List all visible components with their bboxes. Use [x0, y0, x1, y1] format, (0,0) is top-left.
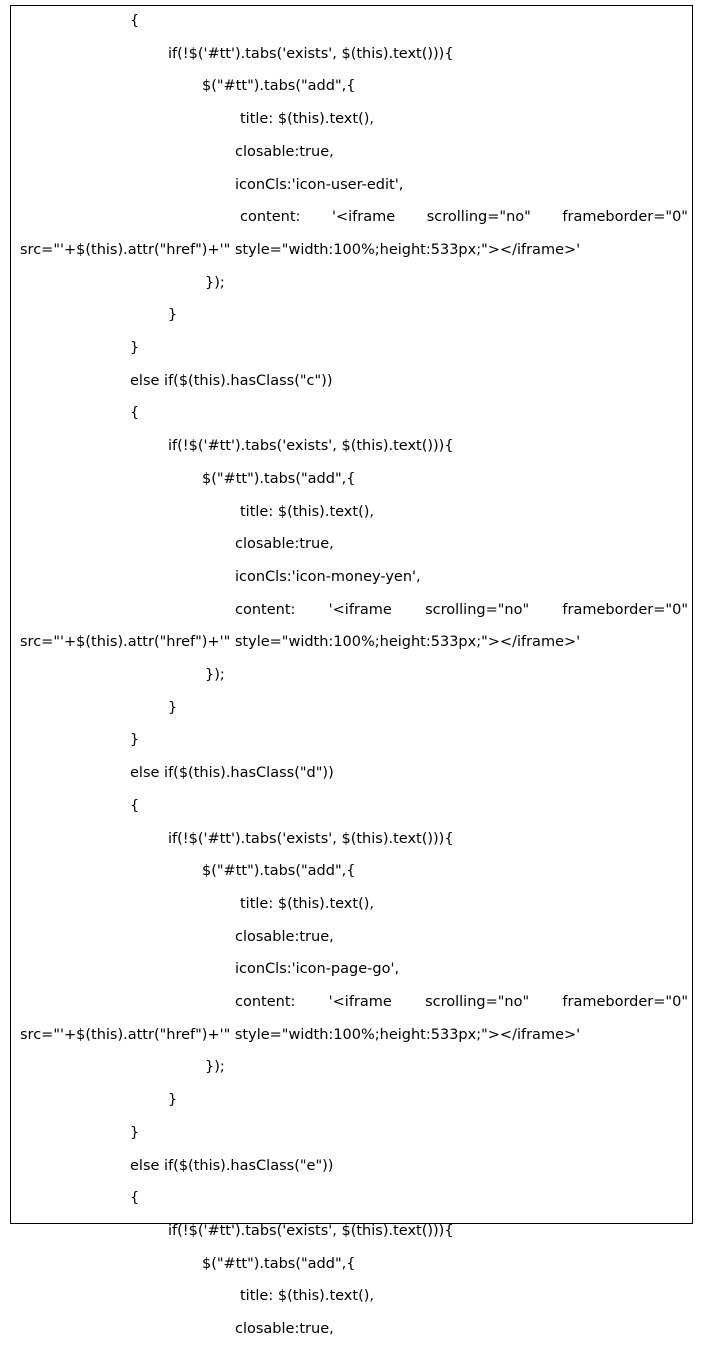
code-line: else if($(this).hasClass("d")) — [130, 765, 334, 782]
code-token: '<iframe — [328, 601, 392, 618]
code-line: } — [130, 1124, 140, 1141]
code-token: scrolling="no" — [426, 209, 531, 226]
code-token: frameborder="0" — [562, 601, 688, 618]
code-line: title: $(this).text(), — [240, 1288, 374, 1305]
code-token: '<iframe — [328, 994, 392, 1010]
code-line: { — [130, 13, 140, 29]
code-token: content: — [240, 209, 301, 226]
code-line: closable:true, — [235, 928, 334, 945]
code-line: closable:true, — [235, 143, 334, 160]
code-token: frameborder="0" — [562, 209, 688, 226]
code-line: } — [168, 307, 178, 324]
code-line: src="'+$(this).attr("href")+'" style="wi… — [20, 634, 581, 651]
code-line: closable:true, — [235, 536, 334, 553]
code-token: '<iframe — [331, 209, 396, 226]
code-token: content: — [235, 601, 296, 618]
code-token: scrolling="no" — [425, 601, 530, 618]
code-line: }); — [205, 1059, 225, 1076]
code-line: title: $(this).text(), — [240, 111, 374, 128]
code-line: src="'+$(this).attr("href")+'" style="wi… — [20, 1026, 581, 1043]
code-line: if(!$('#tt').tabs('exists', $(this).text… — [168, 438, 454, 455]
code-line: if(!$('#tt').tabs('exists', $(this).text… — [168, 45, 454, 62]
code-line: }); — [205, 667, 225, 683]
code-line: else if($(this).hasClass("c")) — [130, 372, 333, 389]
code-line: title: $(this).text(), — [240, 503, 374, 520]
code-line: } — [130, 732, 140, 749]
code-line: iconCls:'icon-money-yen', — [235, 568, 421, 585]
code-line: $("#tt").tabs("add",{ — [202, 78, 356, 95]
code-line: } — [168, 699, 178, 716]
code-line: else if($(this).hasClass("e")) — [130, 1157, 334, 1174]
code-line: if(!$('#tt').tabs('exists', $(this).text… — [168, 830, 454, 847]
code-line: content: '<iframe scrolling="no" frameborde… — [235, 986, 688, 1018]
code-line: { — [130, 1190, 140, 1207]
code-line: }); — [205, 274, 225, 291]
code-line: } — [130, 340, 140, 356]
code-frame — [10, 5, 693, 1224]
code-line: src="'+$(this).attr("href")+'" style="wi… — [20, 241, 581, 258]
code-token: content: — [235, 994, 296, 1010]
code-line: $("#tt").tabs("add",{ — [202, 863, 356, 880]
code-line: title: $(this).text(), — [240, 895, 374, 912]
code-line: $("#tt").tabs("add",{ — [202, 1255, 356, 1272]
code-line: { — [130, 797, 140, 814]
code-line: closable:true, — [235, 1321, 334, 1337]
code-line: { — [130, 405, 140, 422]
code-line: content: '<iframe scrolling="no" frameborde… — [235, 594, 688, 626]
code-line: content: '<iframe scrolling="no" frameborde… — [240, 201, 688, 233]
code-token: frameborder="0" — [562, 994, 688, 1010]
code-line: $("#tt").tabs("add",{ — [202, 470, 356, 487]
code-block: { if(!$('#tt').tabs('exists', $(this).tex… — [20, 13, 688, 1337]
code-line: } — [168, 1092, 178, 1109]
code-line: iconCls:'icon-page-go', — [235, 961, 400, 978]
code-token: scrolling="no" — [425, 994, 530, 1010]
code-line: iconCls:'icon-user-edit', — [235, 176, 404, 193]
